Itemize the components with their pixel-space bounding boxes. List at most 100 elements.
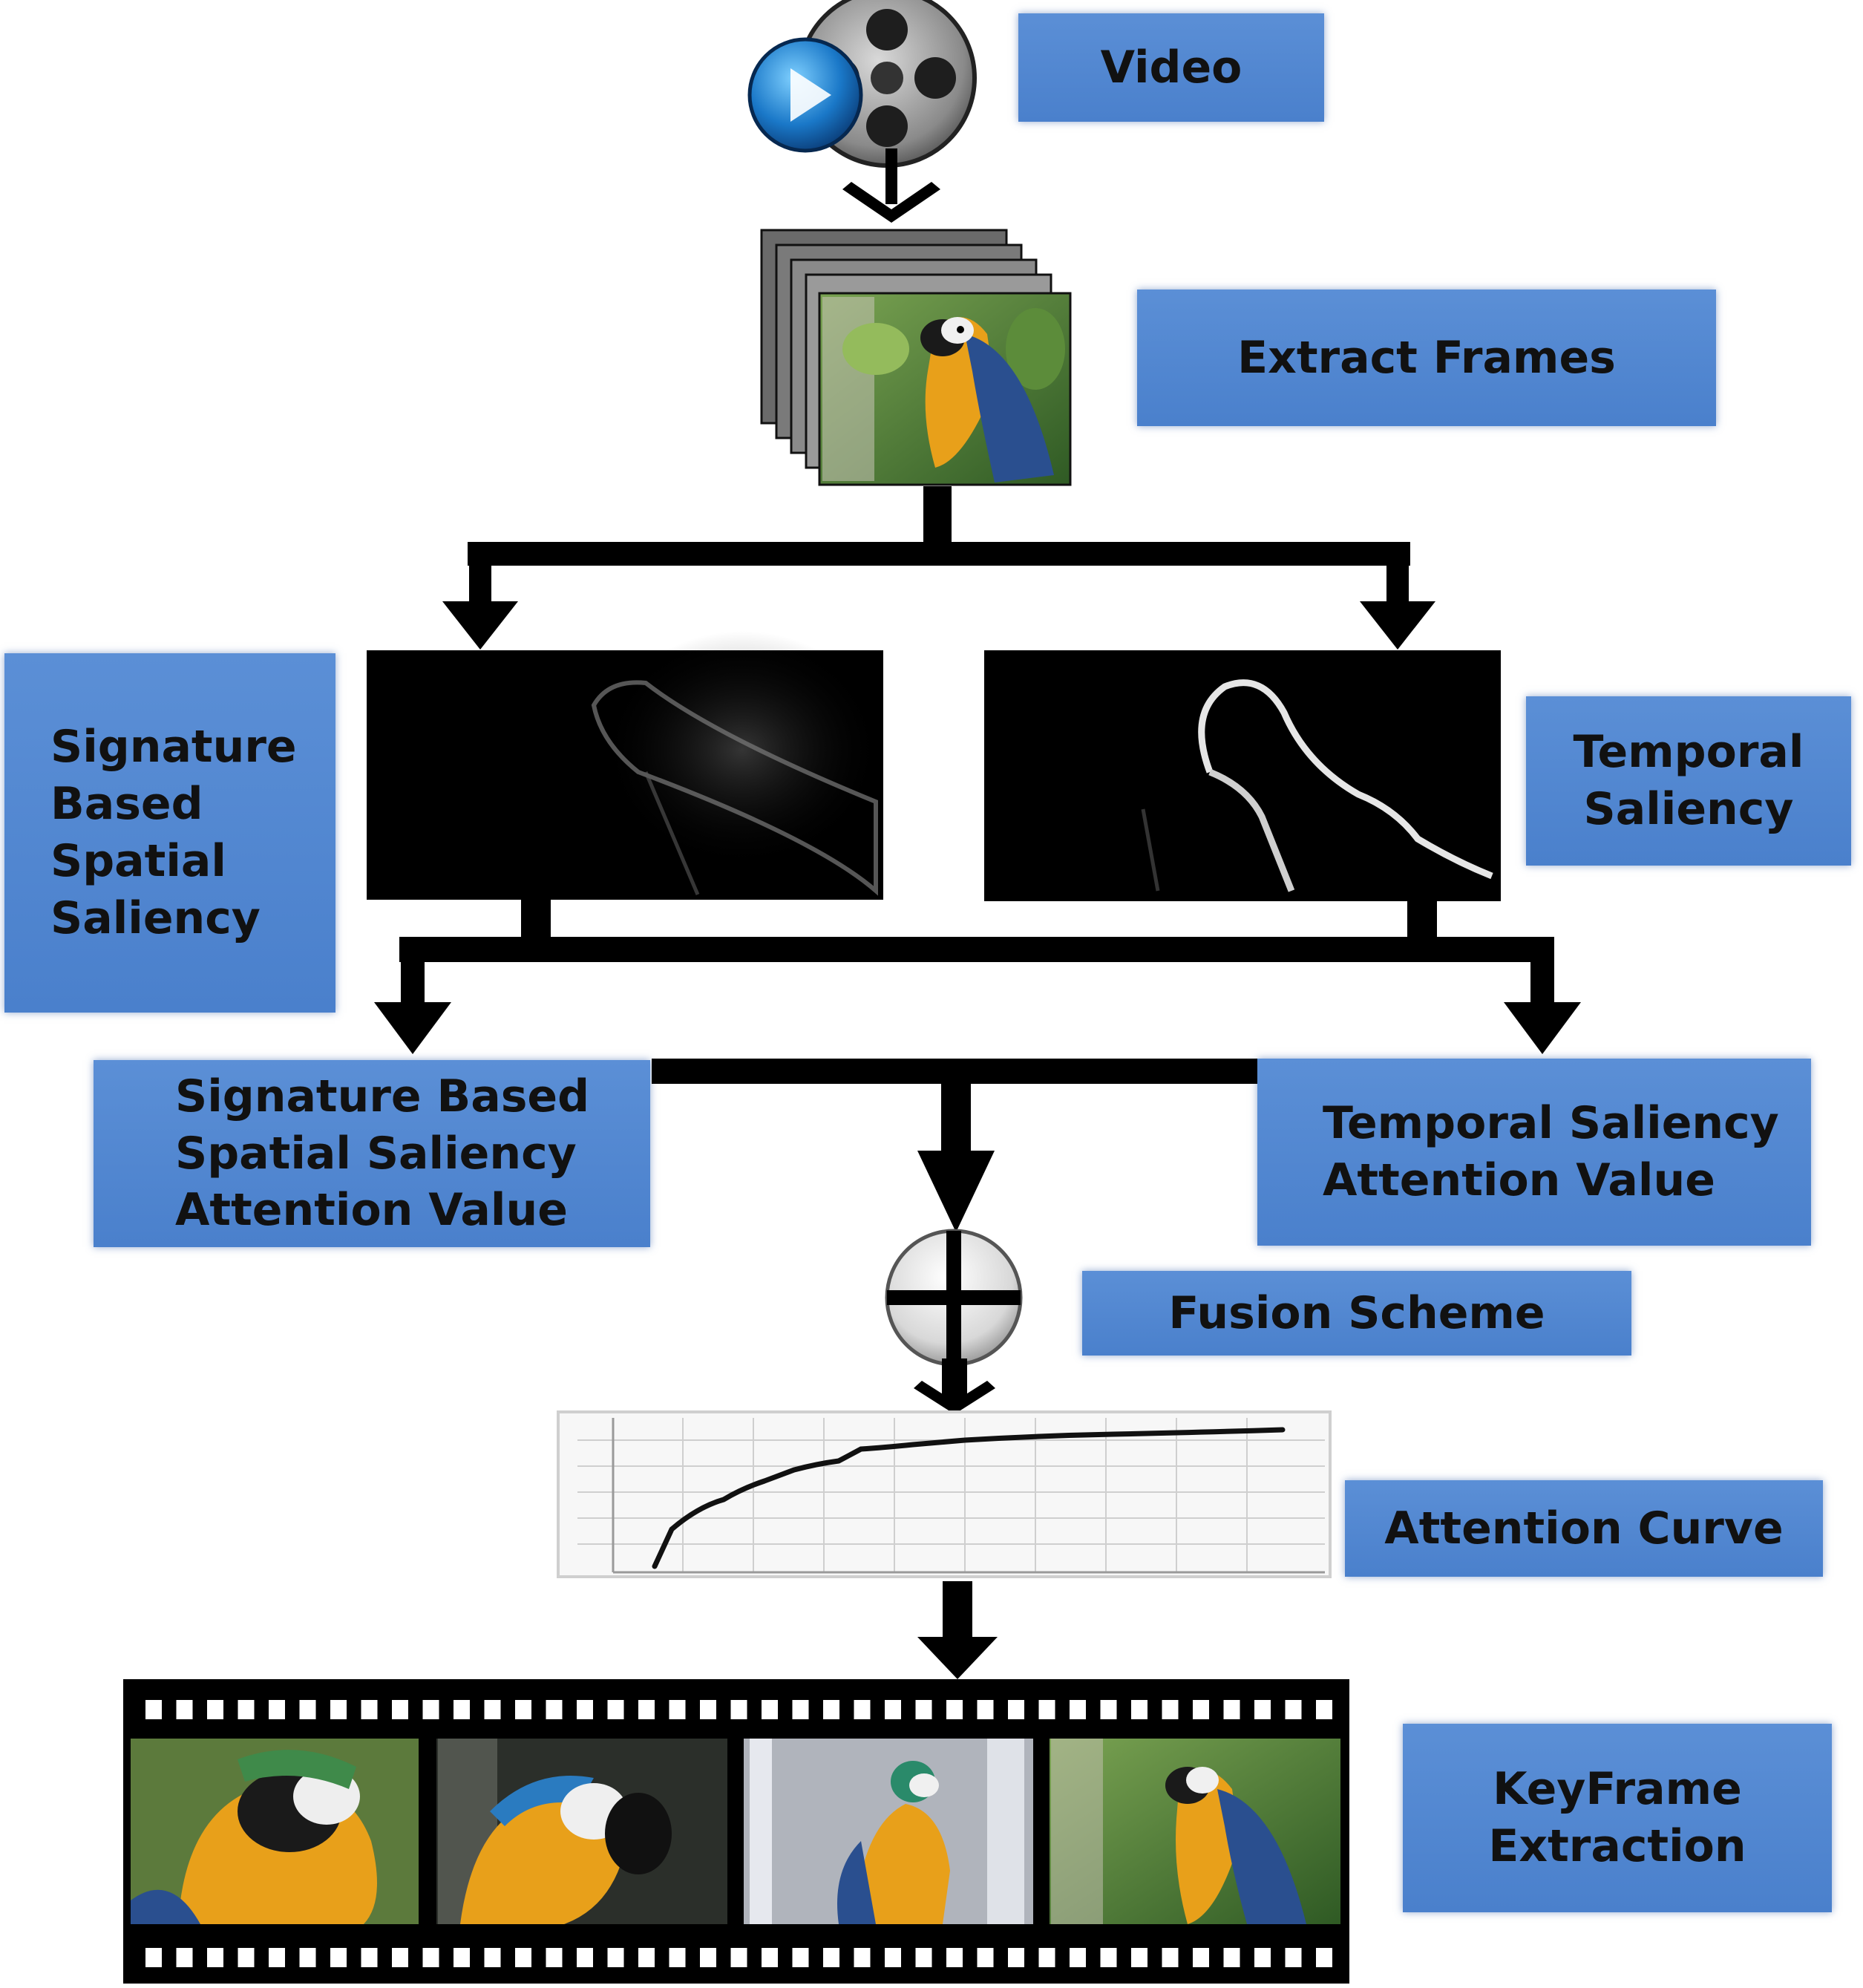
film-sprocket-hole xyxy=(607,1948,624,1967)
film-sprocket-hole xyxy=(1285,1700,1302,1719)
film-sprocket-hole xyxy=(854,1700,871,1719)
film-sprocket-hole xyxy=(299,1948,316,1967)
film-sprocket-hole xyxy=(669,1700,686,1719)
film-sprocket-hole xyxy=(238,1948,255,1967)
film-sprocket-hole xyxy=(1131,1948,1147,1967)
arrow-fusion-to-curve xyxy=(914,1358,995,1414)
film-sprocket-hole xyxy=(484,1700,501,1719)
film-sprocket-hole xyxy=(392,1700,408,1719)
film-sprocket-hole xyxy=(330,1700,347,1719)
film-sprocket-hole xyxy=(792,1948,809,1967)
keyframe-2 xyxy=(436,1739,727,1924)
temporal-attention-label: Temporal Saliency Attention Value xyxy=(1323,1097,1779,1206)
film-sprocket-hole xyxy=(299,1700,316,1719)
film-sprocket-hole xyxy=(577,1700,593,1719)
film-sprocket-hole xyxy=(1038,1948,1055,1967)
film-sprocket-hole xyxy=(946,1948,963,1967)
film-sprocket-hole xyxy=(1070,1700,1086,1719)
film-sprocket-hole xyxy=(1193,1700,1209,1719)
film-sprocket-hole xyxy=(392,1948,408,1967)
film-sprocket-hole xyxy=(176,1948,193,1967)
temporal-saliency-label-box: Temporal Saliency xyxy=(1526,696,1851,866)
extract-frames-label-box: Extract Frames xyxy=(1137,290,1716,426)
film-sprocket-hole xyxy=(885,1948,901,1967)
film-sprocket-hole xyxy=(546,1700,563,1719)
temporal-attention-label-box: Temporal Saliency Attention Value xyxy=(1257,1059,1811,1246)
film-sprocket-hole xyxy=(1316,1948,1332,1967)
film-sprocket-hole xyxy=(607,1700,624,1719)
film-sprocket-hole xyxy=(1008,1948,1024,1967)
film-sprocket-hole xyxy=(145,1948,162,1967)
extract-frames-label: Extract Frames xyxy=(1237,331,1616,384)
film-sprocket-hole xyxy=(977,1948,994,1967)
film-sprocket-hole xyxy=(1100,1948,1117,1967)
film-sprocket-hole xyxy=(515,1948,531,1967)
film-sprocket-hole xyxy=(1223,1948,1240,1967)
film-sprocket-hole xyxy=(515,1700,531,1719)
keyframe-4 xyxy=(1050,1739,1340,1924)
film-sprocket-hole xyxy=(330,1948,347,1967)
spatial-saliency-label-box: Signature Based Spatial Saliency xyxy=(4,653,335,1013)
film-sprocket-hole xyxy=(762,1700,778,1719)
keyframe-extraction-label: KeyFrame Extraction xyxy=(1488,1763,1746,1872)
film-sprocket-hole xyxy=(638,1700,655,1719)
film-sprocket-hole xyxy=(577,1948,593,1967)
spatial-saliency-label: Signature Based Spatial Saliency xyxy=(50,721,297,944)
film-sprocket-hole xyxy=(1162,1700,1179,1719)
fusion-scheme-label: Fusion Scheme xyxy=(1168,1286,1545,1339)
film-sprocket-hole xyxy=(854,1948,871,1967)
film-sprocket-hole xyxy=(1100,1700,1117,1719)
film-sprocket-hole xyxy=(1254,1948,1271,1967)
film-sprocket-hole xyxy=(546,1948,563,1967)
film-sprocket-hole xyxy=(1008,1700,1024,1719)
film-sprocket-hole xyxy=(145,1700,162,1719)
film-sprocket-hole xyxy=(484,1948,501,1967)
film-sprocket-hole xyxy=(176,1700,193,1719)
film-sprocket-hole xyxy=(207,1700,223,1719)
keyframe-extraction-label-box: KeyFrame Extraction xyxy=(1403,1724,1832,1912)
keyframe-filmstrip xyxy=(123,1679,1349,1984)
arrow-curve-to-keyframes xyxy=(917,1581,998,1679)
attention-curve-label-box: Attention Curve xyxy=(1345,1480,1823,1577)
arrow-attention-to-fusion xyxy=(652,1059,1257,1232)
film-sprocket-hole xyxy=(1193,1948,1209,1967)
spatial-saliency-map xyxy=(367,631,883,900)
film-sprocket-hole xyxy=(361,1700,378,1719)
film-sprocket-hole xyxy=(454,1700,470,1719)
circled-plus-icon xyxy=(885,1229,1023,1367)
film-sprocket-hole xyxy=(1162,1948,1179,1967)
film-sprocket-hole xyxy=(454,1948,470,1967)
film-sprocket-hole xyxy=(669,1948,686,1967)
film-sprocket-hole xyxy=(823,1948,839,1967)
film-sprocket-hole xyxy=(977,1700,994,1719)
film-sprocket-hole xyxy=(269,1700,285,1719)
film-sprocket-hole xyxy=(422,1948,439,1967)
video-label: Video xyxy=(1100,41,1242,94)
keyframe-1 xyxy=(131,1739,419,1924)
fusion-scheme-label-box: Fusion Scheme xyxy=(1082,1271,1631,1356)
film-sprocket-hole xyxy=(730,1948,747,1967)
film-sprocket-hole xyxy=(638,1948,655,1967)
film-sprocket-hole xyxy=(207,1948,223,1967)
temporal-saliency-map xyxy=(984,650,1501,901)
keyframe-3 xyxy=(744,1739,1033,1924)
film-sprocket-hole xyxy=(700,1948,716,1967)
film-sprocket-hole xyxy=(730,1700,747,1719)
film-sprocket-hole xyxy=(823,1700,839,1719)
film-sprocket-hole xyxy=(1070,1948,1086,1967)
film-sprocket-hole xyxy=(700,1700,716,1719)
arrow-frames-to-saliency xyxy=(442,486,1435,650)
attention-curve-label: Attention Curve xyxy=(1384,1502,1784,1554)
film-sprocket-hole xyxy=(792,1700,809,1719)
film-sprocket-hole xyxy=(1223,1700,1240,1719)
film-sprocket-hole xyxy=(269,1948,285,1967)
film-sprocket-hole xyxy=(885,1700,901,1719)
arrow-video-to-frames xyxy=(842,148,940,223)
attention-curve-chart xyxy=(557,1410,1332,1578)
film-sprocket-hole xyxy=(762,1948,778,1967)
film-sprocket-hole xyxy=(1316,1700,1332,1719)
video-reel-icon xyxy=(747,0,977,168)
film-sprocket-hole xyxy=(1285,1948,1302,1967)
film-sprocket-hole xyxy=(361,1948,378,1967)
